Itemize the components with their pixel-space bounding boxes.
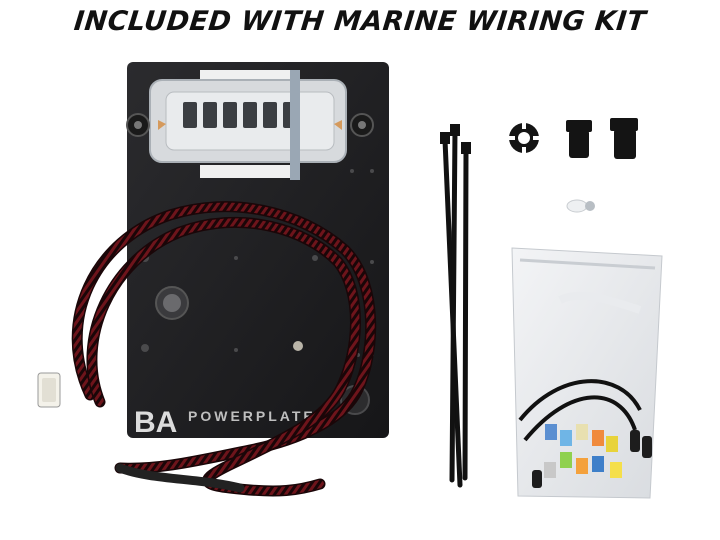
logo-mark: BA [134, 406, 177, 439]
zip-ties [440, 124, 471, 488]
ring-terminal [566, 199, 595, 213]
hardware-bag [511, 247, 663, 499]
brand-name: POWERPLATE [188, 408, 316, 424]
cable-gland-1 [566, 120, 592, 158]
cable-gland-2 [610, 118, 638, 159]
rubber-grommet [508, 122, 540, 154]
braided-harness [37, 201, 377, 497]
powerplate-logo: BA POWERPLATE [134, 406, 316, 439]
fuse-block [126, 70, 374, 180]
power-plate: BA POWERPLATE [126, 62, 389, 439]
